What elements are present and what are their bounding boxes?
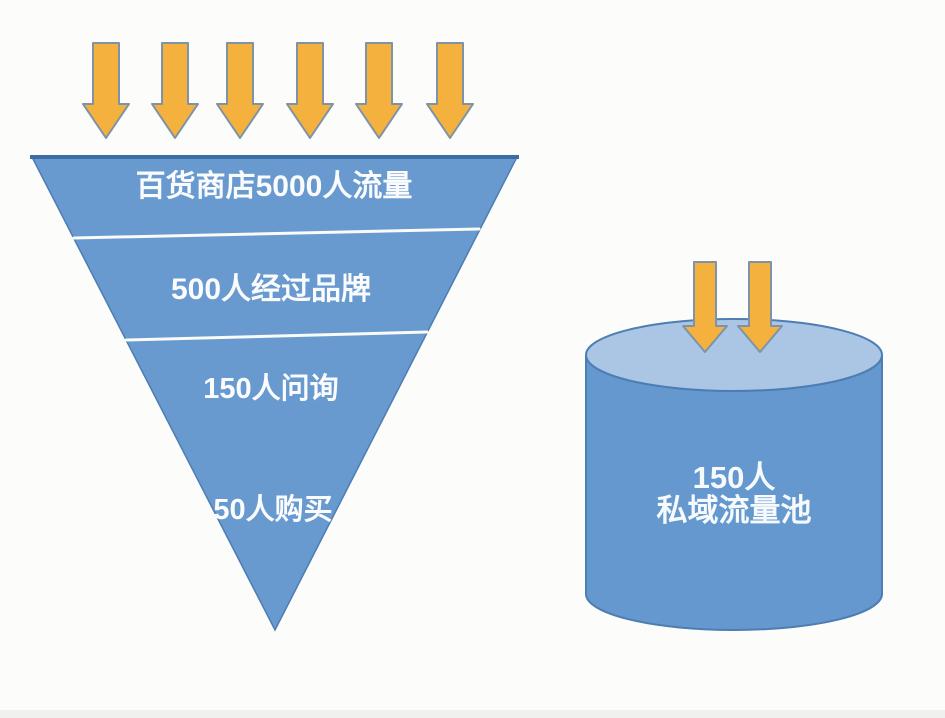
down-arrow-icon <box>286 42 334 139</box>
funnel-level-3-label: 150人问询 <box>203 372 338 405</box>
down-arrow-icon <box>682 261 728 353</box>
cylinder-top <box>585 318 883 392</box>
footer-strip <box>0 710 945 718</box>
funnel-divider <box>124 330 429 342</box>
funnel-divider <box>72 227 481 240</box>
down-arrow-icon <box>737 261 783 353</box>
funnel-level-1-label: 百货商店5000人流量 <box>136 169 413 203</box>
down-arrow-icon <box>151 42 199 139</box>
funnel-level-4-label: 50人购买 <box>213 492 332 526</box>
funnel: 百货商店5000人流量 500人经过品牌 150人问询 50人购买 <box>30 155 519 632</box>
traffic-pool-cylinder: 150人 私域流量池 <box>585 318 883 631</box>
down-arrow-icon <box>216 42 264 139</box>
down-arrow-icon <box>426 42 474 139</box>
top-arrow-group <box>82 42 474 139</box>
pool-arrow-group <box>682 261 783 353</box>
down-arrow-icon <box>355 42 403 139</box>
down-arrow-icon <box>82 42 130 139</box>
pool-label-line2: 私域流量池 <box>657 493 812 528</box>
funnel-level-2-label: 500人经过品牌 <box>171 272 371 306</box>
pool-label-line1: 150人 <box>693 460 776 495</box>
